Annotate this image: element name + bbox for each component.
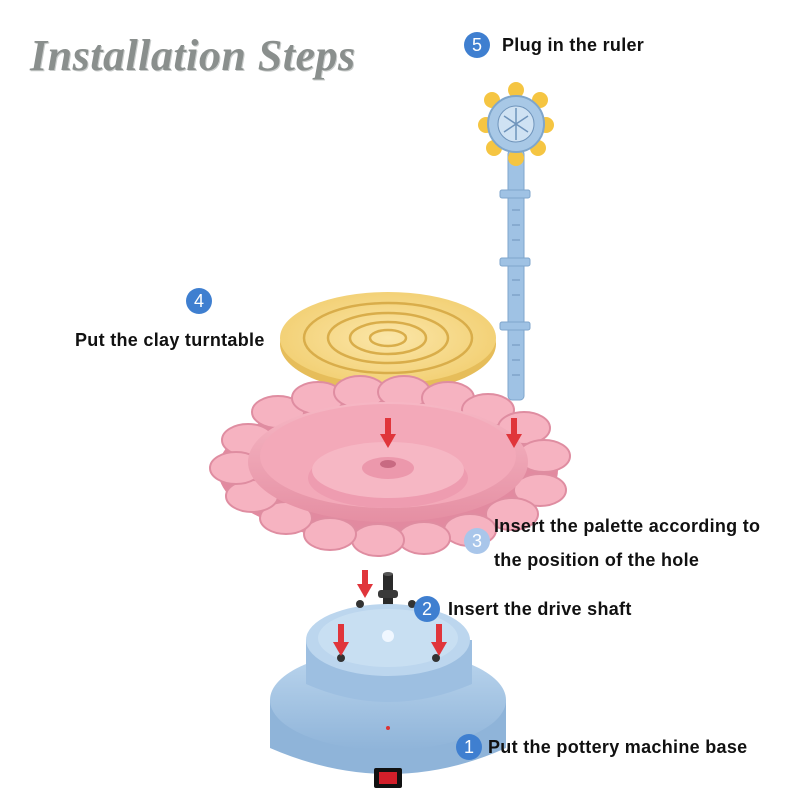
down-arrow-icon bbox=[506, 418, 522, 448]
step-2-label: Insert the drive shaft bbox=[448, 598, 632, 619]
step-4-label: Put the clay turntable bbox=[75, 330, 265, 350]
step-3-badge: 3 bbox=[464, 528, 490, 554]
step-2: 2 Insert the drive shaft bbox=[414, 596, 632, 622]
drive-shaft bbox=[378, 572, 398, 618]
step-4-badge: 4 bbox=[186, 288, 212, 314]
step-5: 5 Plug in the ruler bbox=[464, 32, 644, 58]
pottery-machine-base bbox=[270, 600, 506, 788]
step-1: 1 Put the pottery machine base bbox=[456, 734, 747, 760]
down-arrow-icon bbox=[357, 570, 373, 598]
step-1-label: Put the pottery machine base bbox=[488, 736, 748, 757]
ruler bbox=[478, 82, 554, 401]
down-arrow-icon bbox=[380, 418, 396, 448]
step-3-label-line1: Insert the palette according to bbox=[494, 516, 761, 536]
step-3-label-line2: the position of the hole bbox=[494, 550, 700, 570]
power-switch-icon bbox=[374, 768, 402, 788]
step-5-label: Plug in the ruler bbox=[502, 34, 645, 55]
palette bbox=[209, 375, 571, 557]
clay-turntable bbox=[280, 292, 496, 392]
step-2-badge: 2 bbox=[414, 596, 440, 622]
down-arrow-icon bbox=[333, 624, 349, 656]
sunflower-icon bbox=[478, 82, 554, 166]
step-5-badge: 5 bbox=[464, 32, 490, 58]
down-arrow-icon bbox=[431, 624, 447, 656]
step-1-badge: 1 bbox=[456, 734, 482, 760]
page-title: Installation Steps bbox=[30, 31, 356, 80]
